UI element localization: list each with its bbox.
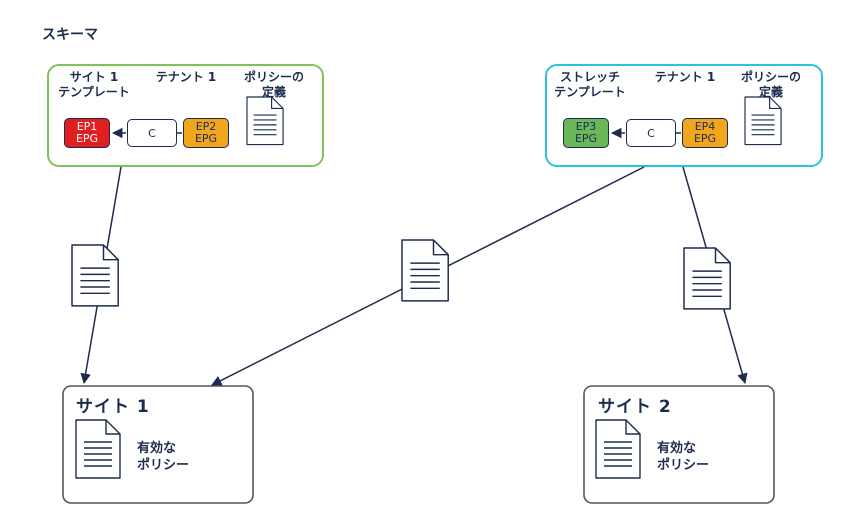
contract-box-1: C xyxy=(127,119,177,147)
document-icon-middle xyxy=(401,239,449,302)
site2-policy-line2: ポリシー xyxy=(657,458,710,473)
effective-policy-doc-icon-2 xyxy=(595,419,641,479)
site1-policy-line1: 有効な xyxy=(137,441,177,456)
site2-policy-line1: 有効な xyxy=(657,441,697,456)
ep4-label: EP4 xyxy=(694,120,716,133)
ep3-label: EP3 xyxy=(575,120,597,133)
effective-policy-doc-icon-1 xyxy=(75,419,121,479)
ep1-label: EP1 xyxy=(76,120,98,133)
site1-policy-line2: ポリシー xyxy=(137,458,190,473)
policy-definition-doc-icon-2 xyxy=(744,96,782,146)
template2-name-line1: ストレッチ xyxy=(559,70,620,84)
template1-name-line2: テンプレート xyxy=(58,85,130,99)
document-icon-left xyxy=(71,244,119,307)
site2-effective-policy: 有効な ポリシー xyxy=(657,440,709,474)
ep1-epg-box: EP1 EPG xyxy=(64,118,110,148)
template2-policy-line1: ポリシーの xyxy=(740,70,801,84)
template2-policy-line2: 定義 xyxy=(758,85,783,99)
template2-name-line2: テンプレート xyxy=(554,85,626,99)
template2-tenant: テナント 1 xyxy=(654,70,716,84)
template2-name: ストレッチ テンプレート xyxy=(550,70,630,100)
site1-title: サイト 1 xyxy=(76,397,150,417)
site1-effective-policy: 有効な ポリシー xyxy=(137,440,189,474)
template1-policy-line1: ポリシーの xyxy=(243,70,304,84)
site2-title: サイト 2 xyxy=(598,397,672,417)
ep4-epg-box: EP4 EPG xyxy=(682,118,728,148)
ep2-epg-label: EPG xyxy=(194,132,218,145)
template1-policy-line2: 定義 xyxy=(261,85,286,99)
ep1-epg-label: EPG xyxy=(75,132,99,145)
contract-box-2: C xyxy=(626,119,676,147)
ep4-epg-label: EPG xyxy=(693,132,717,145)
ep2-epg-box: EP2 EPG xyxy=(183,118,229,148)
template2-policy-label: ポリシーの 定義 xyxy=(725,70,817,100)
document-icon-right xyxy=(683,247,731,310)
ep3-epg-label: EPG xyxy=(574,132,598,145)
template1-policy-label: ポリシーの 定義 xyxy=(228,70,320,100)
policy-definition-doc-icon-1 xyxy=(246,96,284,146)
ep3-epg-box: EP3 EPG xyxy=(563,118,609,148)
ep2-label: EP2 xyxy=(195,120,217,133)
template1-name: サイト 1 テンプレート xyxy=(54,70,134,100)
template1-name-line1: サイト 1 xyxy=(69,70,119,84)
template1-tenant: テナント 1 xyxy=(155,70,217,84)
schema-title: スキーマ xyxy=(42,27,98,43)
